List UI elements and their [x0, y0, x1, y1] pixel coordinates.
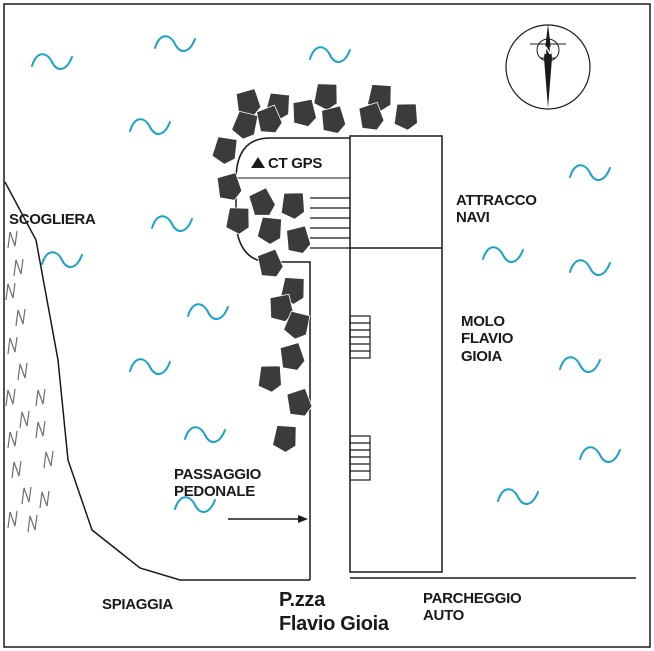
wave-icon — [482, 246, 524, 263]
vegetation-icon — [5, 282, 16, 301]
label-passaggio-pedonale: PASSAGGIO PEDONALE — [174, 466, 262, 501]
steps — [310, 197, 350, 249]
rock — [313, 83, 338, 111]
rock — [393, 103, 418, 131]
vegetation-icon — [35, 420, 46, 439]
vegetation-icon — [7, 336, 18, 355]
pedestrian-arrow — [228, 515, 308, 523]
wave-icon — [559, 356, 601, 373]
label-ct-gps: CT GPS — [268, 155, 323, 172]
rock — [248, 187, 276, 216]
wave-icon — [154, 35, 196, 52]
vegetation-icon — [7, 510, 18, 529]
rock — [321, 105, 347, 134]
label-parcheggio-auto: PARCHEGGIO AUTO — [423, 590, 522, 625]
label-scogliera: SCOGLIERA — [9, 211, 96, 228]
wave-icon — [184, 426, 226, 443]
map-frame — [3, 3, 651, 648]
vegetation-icon — [21, 486, 32, 505]
vegetation-icon — [11, 460, 22, 479]
rock — [272, 425, 297, 453]
gps-triangle-icon — [251, 157, 265, 168]
rock — [292, 98, 317, 128]
rock — [257, 365, 282, 393]
rock — [280, 192, 305, 220]
rock — [256, 216, 282, 245]
vegetation-icon — [39, 490, 50, 509]
rock — [286, 225, 312, 254]
rock — [283, 310, 311, 340]
bollard-lower — [349, 435, 371, 481]
compass-north-letter: N — [544, 45, 552, 57]
label-spiaggia: SPIAGGIA — [102, 596, 173, 613]
wave-icon — [497, 488, 539, 505]
rock — [225, 207, 250, 235]
rock — [286, 387, 313, 417]
rock — [257, 248, 284, 278]
wave-icon — [579, 446, 621, 463]
vegetation-icon — [17, 362, 28, 381]
vegetation-icon — [43, 450, 54, 469]
rocks-layer — [211, 83, 418, 453]
vegetation-icon — [35, 388, 46, 407]
wave-icon — [569, 164, 611, 181]
rock — [256, 104, 283, 134]
bollard-upper — [349, 315, 371, 359]
vegetation-icon — [7, 230, 18, 249]
vegetation-icon — [7, 430, 18, 449]
vegetation-icon — [19, 410, 30, 429]
compass-rose-icon: N — [505, 24, 591, 110]
label-molo-flavio-gioia: MOLO FLAVIO GIOIA — [461, 313, 514, 365]
rock — [358, 101, 385, 131]
rock — [279, 342, 306, 371]
waves-layer — [31, 35, 621, 513]
vegetation-layer — [5, 230, 54, 533]
rock — [231, 110, 259, 140]
label-attracco-navi: ATTRACCO NAVI — [456, 192, 537, 227]
rock — [216, 172, 243, 201]
wave-icon — [151, 215, 193, 232]
wave-icon — [41, 251, 83, 268]
wave-icon — [174, 496, 216, 513]
wave-icon — [309, 46, 351, 63]
vegetation-icon — [5, 388, 16, 407]
vegetation-icon — [27, 514, 38, 533]
coastline — [4, 181, 310, 581]
wave-icon — [129, 118, 171, 135]
vegetation-icon — [15, 308, 26, 327]
rock — [211, 136, 238, 165]
wave-icon — [129, 358, 171, 375]
label-piazza-flavio-gioia: P.zza Flavio Gioia — [279, 589, 389, 635]
wave-icon — [31, 53, 73, 70]
wave-icon — [187, 303, 229, 320]
wave-icon — [569, 259, 611, 276]
vegetation-icon — [13, 258, 24, 277]
dock-molo — [349, 135, 443, 573]
